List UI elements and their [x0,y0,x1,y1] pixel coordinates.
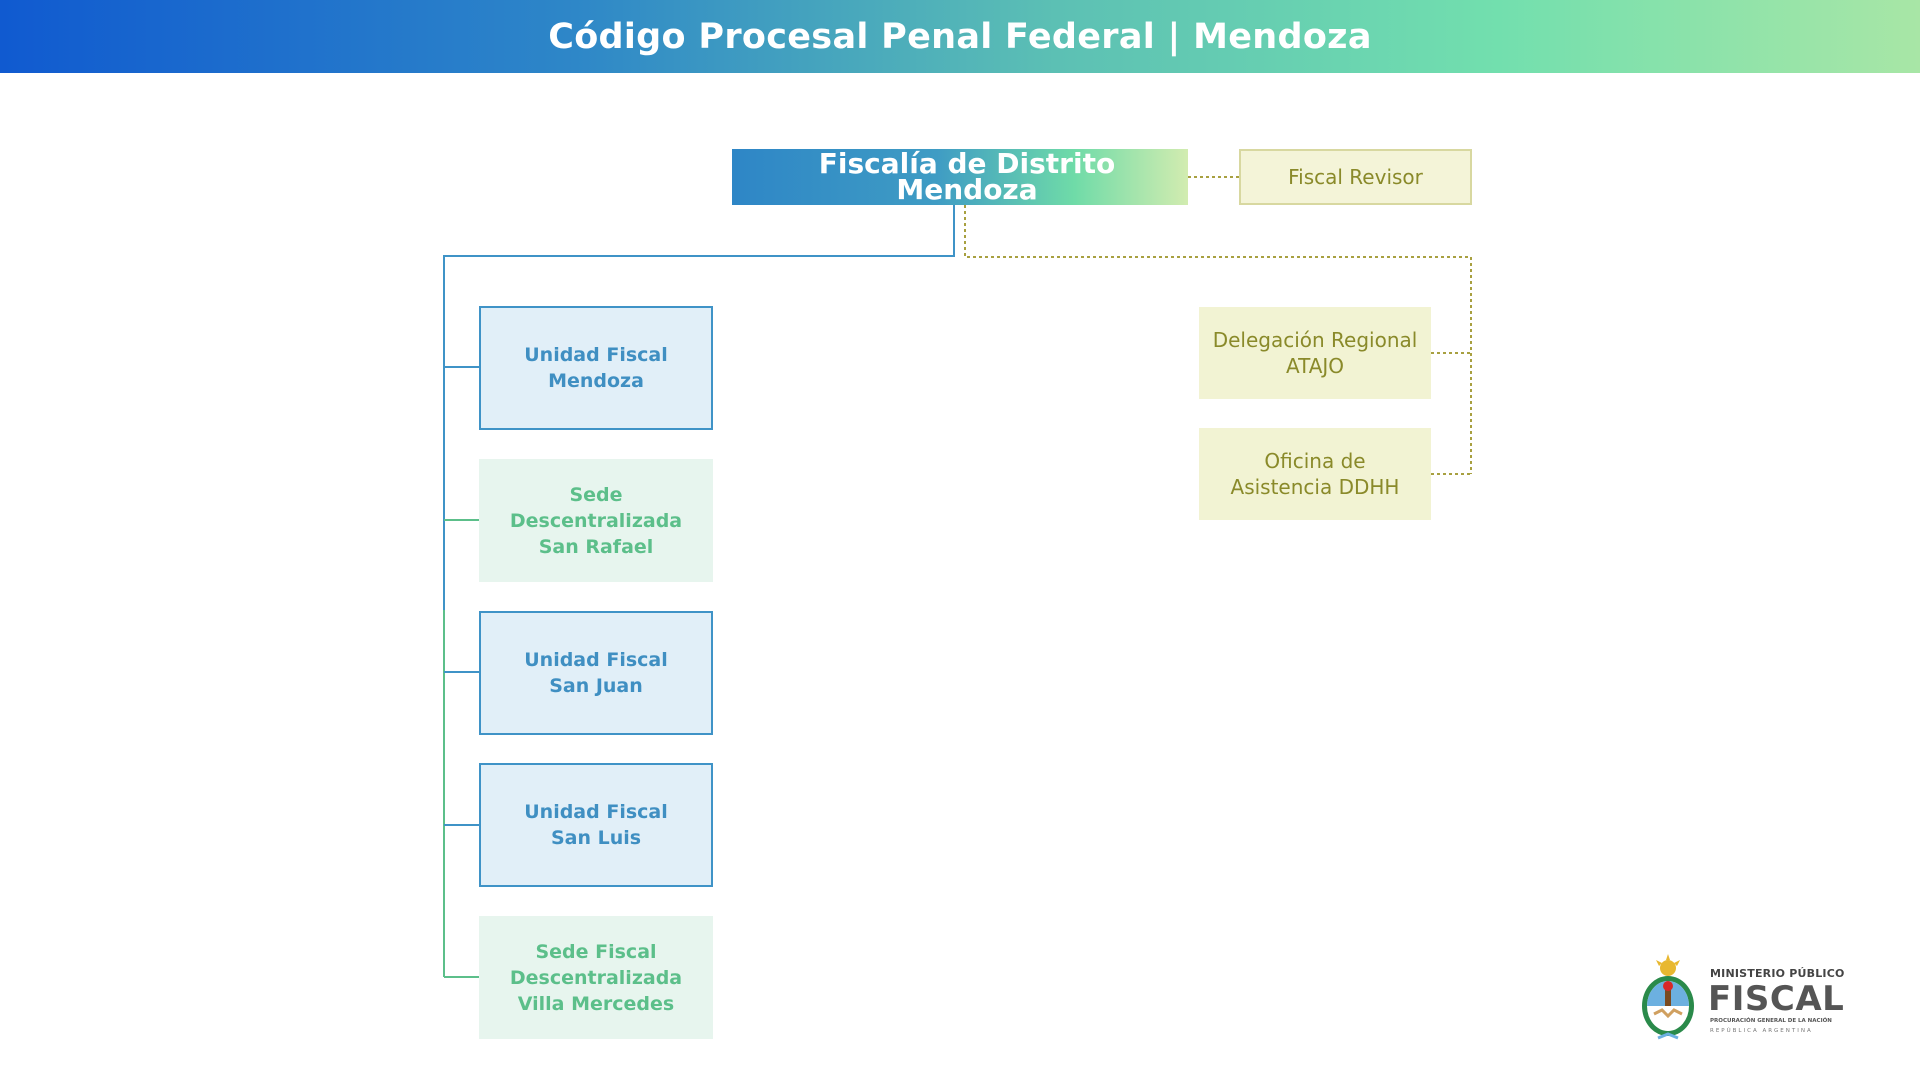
unit-box-san-rafael: Sede Descentralizada San Rafael [479,459,713,582]
logo-text-procuracion: PROCURACIÓN GENERAL DE LA NACIÓN [1710,1018,1832,1024]
fiscal-revisor-box: Fiscal Revisor [1239,149,1472,205]
connector-side-branch [964,205,1472,474]
logo-text-fiscal: FISCAL [1708,979,1845,1019]
logo-text-ministerio: MINISTERIO PÚBLICO [1710,967,1845,980]
oficina-ddhh-box: Oficina de Asistencia DDHH [1199,428,1431,520]
unit-box-san-juan: Unidad Fiscal San Juan [479,611,713,735]
coat-of-arms-icon [1642,954,1694,1040]
unit-box-mendoza: Unidad Fiscal Mendoza [479,306,713,430]
unit-box-san-luis: Unidad Fiscal San Luis [479,763,713,887]
page-header: Código Procesal Penal Federal | Mendoza [0,0,1920,73]
page-title: Código Procesal Penal Federal | Mendoza [548,16,1372,57]
main-to-branch-connector [443,205,955,610]
unit-box-villa-mercedes: Sede Fiscal Descentralizada Villa Merced… [479,916,713,1039]
ministerio-fiscal-logo: MINISTERIO PÚBLICO FISCAL PROCURACIÓN GE… [1636,954,1846,1042]
delegacion-atajo-box: Delegación Regional ATAJO [1199,307,1431,399]
fiscalia-distrito-box: Fiscalía de Distrito Mendoza [732,149,1188,205]
logo-text-republica: REPÚBLICA ARGENTINA [1710,1028,1813,1034]
